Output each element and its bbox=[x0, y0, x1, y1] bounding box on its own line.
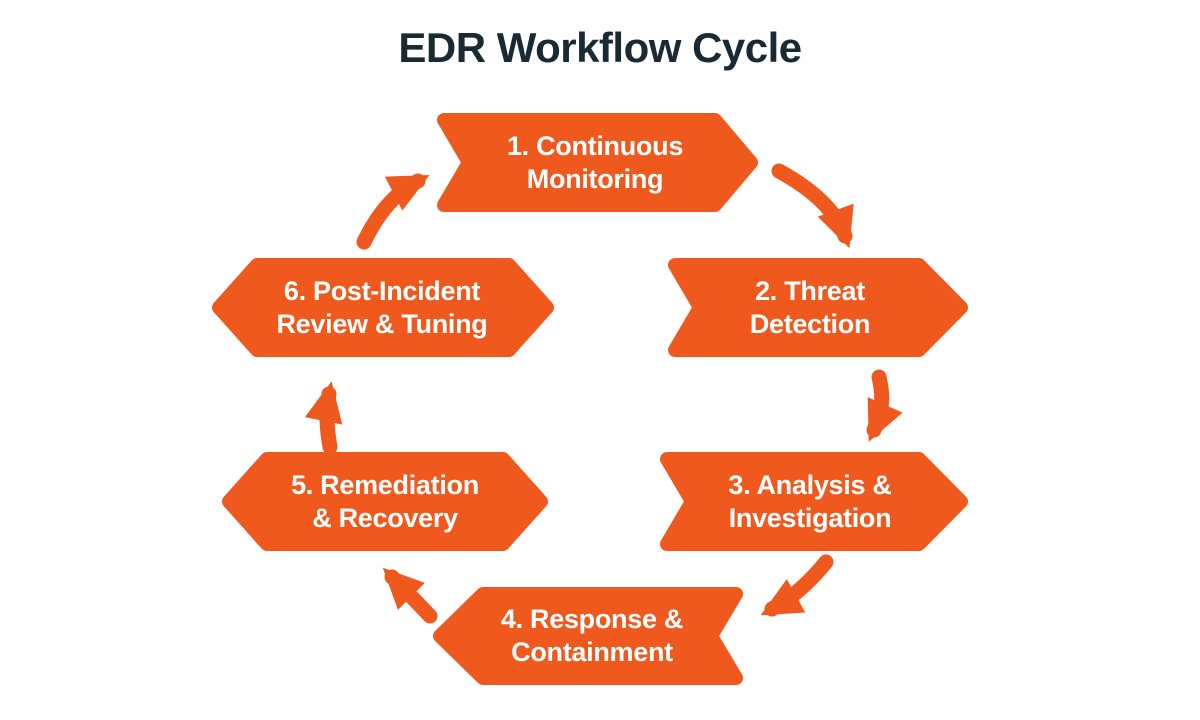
arrow-1-to-2-icon bbox=[771, 163, 854, 249]
step-3-shape bbox=[660, 452, 968, 551]
step-2-shape bbox=[668, 258, 968, 357]
step-1-label: 1. Continuous Monitoring bbox=[460, 115, 730, 211]
diagram-title: EDR Workflow Cycle bbox=[398, 24, 802, 71]
step-1-shape bbox=[437, 113, 758, 212]
step-6-line-2: Review & Tuning bbox=[276, 309, 488, 339]
arrow-4-to-5-icon bbox=[382, 567, 438, 624]
step-1-line-2: Monitoring bbox=[526, 164, 664, 194]
step-4-line-1: 4. Response & bbox=[500, 604, 684, 635]
step-4-line-2: Containment bbox=[511, 637, 673, 667]
step-1-line-1: 1. Continuous bbox=[506, 131, 684, 162]
arrow-2-to-3-icon bbox=[866, 369, 903, 442]
arrow-5-to-6-icon bbox=[304, 381, 343, 455]
step-3-label: 3. Analysis & Investigation bbox=[675, 454, 945, 550]
step-5-shape bbox=[222, 452, 548, 551]
step-6-line-1: 6. Post-Incident bbox=[283, 276, 481, 307]
step-6-label: 6. Post-Incident Review & Tuning bbox=[247, 260, 517, 356]
step-4-shape bbox=[433, 587, 743, 685]
step-2-label: 2. Threat Detection bbox=[680, 260, 940, 356]
step-2-line-2: Detection bbox=[749, 309, 871, 339]
step-3-line-1: 3. Analysis & bbox=[728, 470, 892, 501]
step-2-line-1: 2. Threat bbox=[755, 276, 865, 307]
step-4-label: 4. Response & Containment bbox=[462, 588, 722, 684]
step-6-shape bbox=[212, 258, 554, 357]
step-5-line-2: & Recovery bbox=[312, 503, 458, 533]
arrow-3-to-4-icon bbox=[760, 554, 834, 617]
arrow-6-to-1-icon bbox=[356, 173, 430, 250]
step-5-line-1: 5. Remediation bbox=[291, 470, 479, 501]
step-3-line-2: Investigation bbox=[728, 503, 892, 533]
step-5-label: 5. Remediation & Recovery bbox=[250, 454, 520, 550]
